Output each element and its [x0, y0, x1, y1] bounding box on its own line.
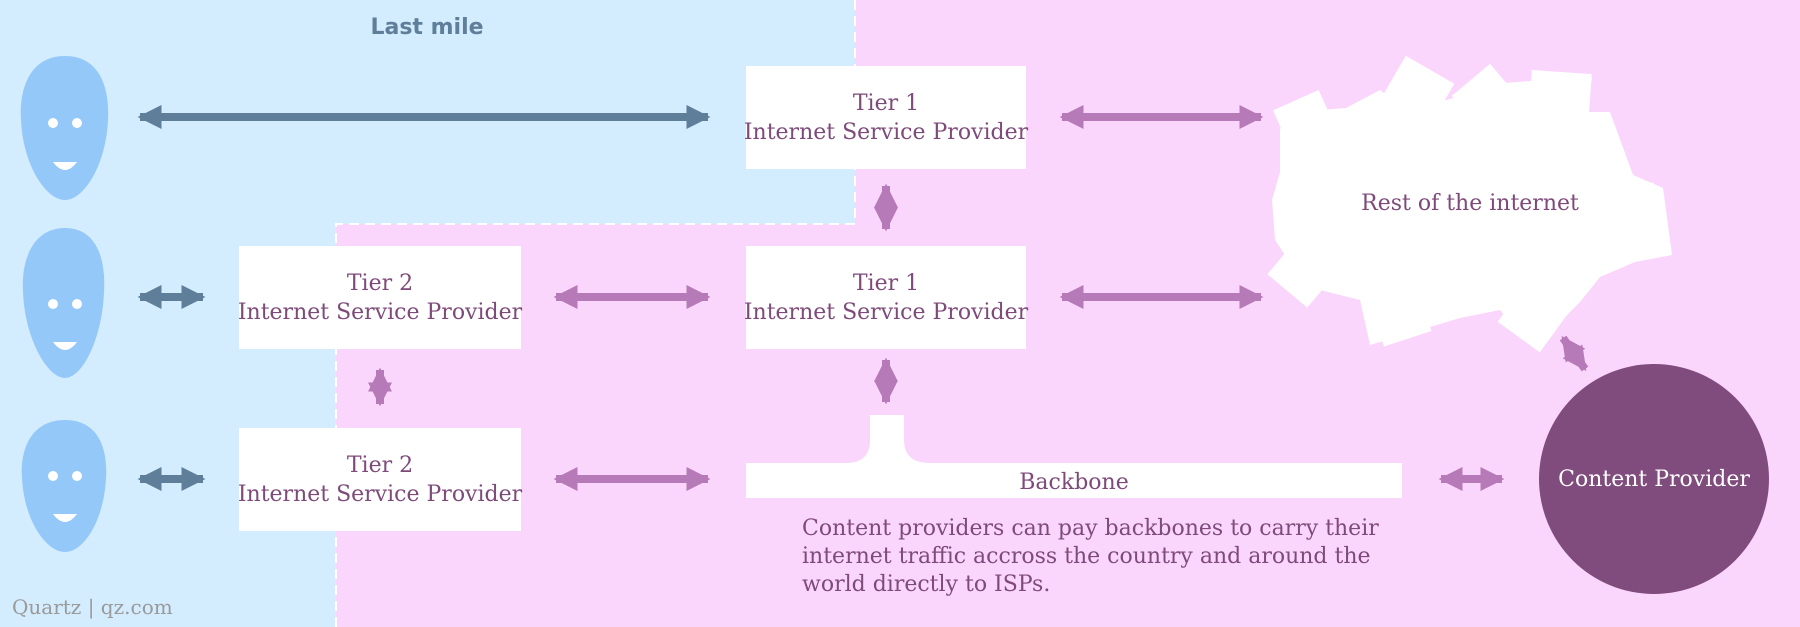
user-face-icon [21, 420, 107, 552]
user-face-icon [20, 56, 109, 200]
tier1-top-node: Tier 1 Internet Service Provider [744, 66, 1029, 169]
content-provider-node: Content Provider [1539, 364, 1769, 594]
tier2-mid-provider-label: Internet Service Provider [238, 300, 523, 325]
tier1-mid-provider-label: Internet Service Provider [744, 300, 1029, 325]
note-line-3: world directly to ISPs. [802, 572, 1050, 597]
content-provider-label: Content Provider [1558, 467, 1750, 492]
arrow-internet-content [1559, 335, 1589, 372]
tier2-mid-tier-label: Tier 2 [347, 271, 413, 296]
tier1-top-tier-label: Tier 1 [853, 91, 919, 116]
credit-text: Quartz | qz.com [12, 595, 173, 620]
tier2-bottom-provider-label: Internet Service Provider [238, 482, 523, 507]
cloud-icon: Rest of the internet [1267, 55, 1672, 353]
backbone-node: Backbone [746, 415, 1402, 498]
last-mile-title: Last mile [370, 15, 483, 40]
tier1-mid-node: Tier 1 Internet Service Provider [744, 246, 1029, 349]
last-mile-region [0, 0, 855, 627]
user-face-icon [22, 228, 105, 378]
note-line-1: Content providers can pay backbones to c… [802, 516, 1379, 541]
note-line-2: internet traffic accross the country and… [802, 544, 1371, 569]
tier2-bottom-tier-label: Tier 2 [347, 453, 413, 478]
tier2-bottom-node: Tier 2 Internet Service Provider [238, 428, 523, 531]
tier1-top-provider-label: Internet Service Provider [744, 120, 1029, 145]
backbone-note: Content providers can pay backbones to c… [802, 516, 1379, 597]
internet-label: Rest of the internet [1361, 191, 1579, 216]
backbone-label: Backbone [1019, 470, 1128, 495]
tier1-mid-tier-label: Tier 1 [853, 271, 919, 296]
tier2-mid-node: Tier 2 Internet Service Provider [238, 246, 523, 349]
